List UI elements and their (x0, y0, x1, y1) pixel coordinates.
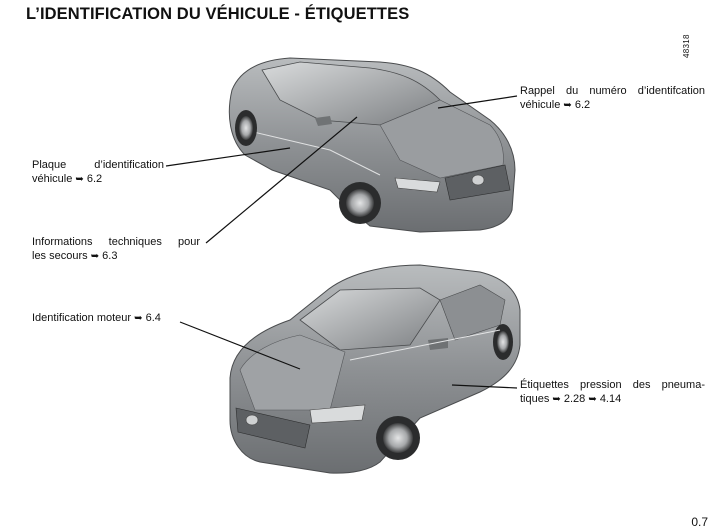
page-ref-link[interactable]: 2.28 (563, 393, 586, 405)
callout-moteur-label: Identification moteur (32, 312, 132, 324)
page-title: L’IDENTIFICATION DU VÉHICULE - ÉTIQUETTE… (26, 5, 410, 23)
arrow-ref-icon: ➥ (563, 100, 572, 111)
leader-line-plaque (165, 147, 291, 167)
callout-plaque-identification: Plaque d’identification véhicule ➥ 6.2 (32, 158, 164, 187)
callout-infos-line1: Informations techniques pour (32, 236, 200, 248)
page-ref-link[interactable]: 6.3 (102, 250, 118, 262)
leader-line-moteur (179, 321, 301, 370)
arrow-ref-icon: ➥ (552, 394, 561, 405)
page-ref-link[interactable]: 4.14 (599, 393, 622, 405)
callout-plaque-line1: Plaque d’identification (32, 159, 164, 171)
callout-rappel-line1: Rappel du numéro d’identifcation (520, 85, 705, 97)
callout-etiquettes-pression: Étiquettes pression des pneuma- tiques ➥… (520, 378, 705, 407)
leader-line-rappel (437, 95, 518, 109)
leader-line-pneus (451, 384, 518, 389)
page-ref-link[interactable]: 6.2 (86, 173, 103, 185)
callout-rappel-vin: Rappel du numéro d’identifcation véhicul… (520, 84, 705, 113)
callout-pneus-line1: Étiquettes pression des pneuma- (520, 379, 705, 391)
arrow-ref-icon: ➥ (588, 394, 597, 405)
arrow-ref-icon: ➥ (134, 313, 143, 324)
sedan-three-quarter-front-icon (229, 264, 521, 474)
callout-rappel-line2: véhicule ➥ 6.2 (520, 99, 591, 111)
page-ref-link[interactable]: 6.4 (145, 312, 161, 324)
image-reference-code: 48318 (682, 34, 691, 58)
callout-pneus-line2: tiques ➥ 2.28 ➥ 4.14 (520, 393, 622, 405)
callout-informations-secours: Informations techniques pour les secours… (32, 235, 200, 264)
page-ref-link[interactable]: 6.2 (574, 99, 591, 111)
sedan-three-quarter-rear-icon (228, 57, 516, 233)
callout-identification-moteur: Identification moteur ➥ 6.4 (32, 311, 161, 326)
page-number: 0.7 (691, 515, 708, 529)
callout-plaque-line2: véhicule ➥ 6.2 (32, 173, 103, 185)
callout-infos-line2: les secours ➥ 6.3 (32, 250, 118, 262)
arrow-ref-icon: ➥ (90, 251, 100, 262)
leader-line-infos (205, 116, 358, 244)
arrow-ref-icon: ➥ (75, 174, 84, 185)
